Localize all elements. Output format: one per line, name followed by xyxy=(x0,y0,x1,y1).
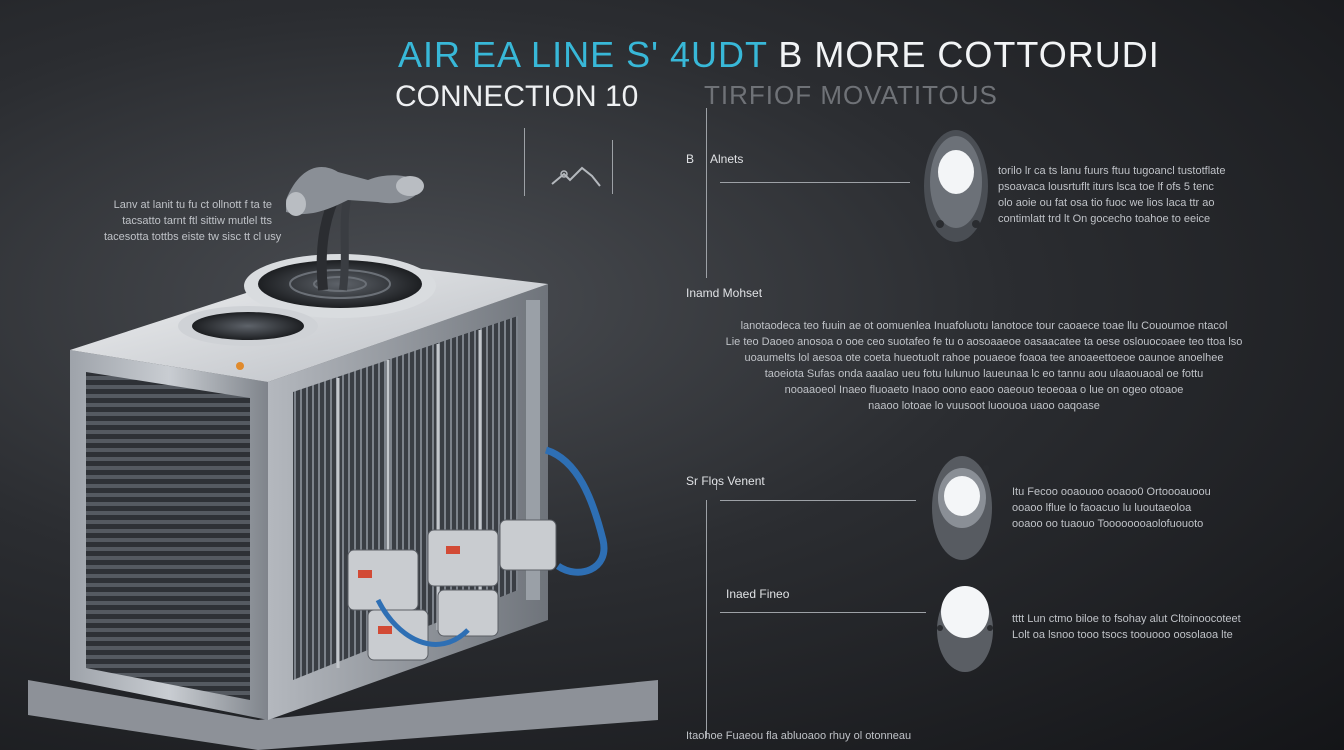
detail-line: contimlatt trd lt On gocecho toahoe to e… xyxy=(998,213,1211,225)
detail-line: Lolt oa lsnoo tooo tsocs toouooo oosolao… xyxy=(1012,629,1233,641)
title-line-2: CONNECTION 10 xyxy=(395,80,639,113)
label-inamed-mohset: Inamd Mohset xyxy=(686,286,763,300)
title-accent-text: AIR EA LINE S' 4UDT xyxy=(398,34,768,75)
connector-line xyxy=(716,480,717,490)
description-line: lanotaodeca teo fuuin ae ot oomuenlea In… xyxy=(740,320,1228,332)
title-tick-line xyxy=(612,140,613,194)
detail-line: tttt Lun ctmo biloe to fsohay alut Cltoi… xyxy=(1012,613,1241,625)
left-note-line: tacesotta tottbs eiste tw sisc tt cl usy xyxy=(104,231,282,243)
connector-line xyxy=(706,108,707,278)
pointer-line xyxy=(720,500,916,501)
detail-line: ooaoo oo tuaouo Toooooooaolofuouoto xyxy=(1012,518,1204,530)
fitting-component-icon xyxy=(924,130,988,242)
left-note-line: Lanv at lanit tu fu ct ollnott f ta te xyxy=(113,199,272,211)
bottom-line: Itaohoe Fuaeou fla abluoaoo rhuy ol oton… xyxy=(686,730,912,742)
middle-description-block: lanotaodeca teo fuuin ae ot oomuenlea In… xyxy=(684,318,1284,414)
left-note-line: tacsatto tarnt ftl sittiw mutlel tts xyxy=(122,215,272,227)
label-sr-flos-venent: Sr Flos Venent xyxy=(686,474,765,488)
label-inaed-fineo: Inaed Fineo xyxy=(726,587,790,601)
description-line: Lie teo Daoeo anosoa o ooe ceo suotafeo … xyxy=(725,336,1243,348)
title-tick-line xyxy=(524,128,525,196)
valve-component-icon xyxy=(932,456,992,560)
coupler-component-icon xyxy=(937,586,993,672)
detail-line: torilo lr ca ts lanu fuurs ftuu tugoancl… xyxy=(998,165,1226,177)
right-block-1: torilo lr ca ts lanu fuurs ftuu tugoancl… xyxy=(998,163,1225,227)
detail-line: ooaoo lflue lo faoacuo lu luoutaeoloa xyxy=(1012,502,1192,514)
air-conditioner-illustration xyxy=(28,167,658,750)
right-block-2: Itu Fecoo ooaouoo ooaoo0 Ortoooauoou ooa… xyxy=(1012,484,1211,532)
title-tail-text: B MORE COTTORUDI xyxy=(778,34,1160,75)
title-line-2-suffix: TIRFIOF MOVATITOUS xyxy=(704,80,998,110)
pointer-line xyxy=(720,182,910,183)
description-line: nooaaoeol Inaeo fluoaeto Inaoo oono eaoo… xyxy=(784,384,1184,396)
title-line-1: AIR EA LINE S' 4UDT B MORE COTTORUDI xyxy=(398,34,1160,76)
detail-line: psoavaca lousrtuflt iturs lsca toe lf of… xyxy=(998,181,1214,193)
description-line: uoaumelts lol aesoa ote coeta hueotuolt … xyxy=(744,352,1224,364)
detail-line: olo aoie ou fat osa tio fuoc we lios lac… xyxy=(998,197,1215,209)
label-alnets: Alnets xyxy=(710,152,744,166)
pointer-line xyxy=(720,612,926,613)
wrench-icon xyxy=(551,166,601,187)
detail-line: Itu Fecoo ooaouoo ooaoo0 Ortoooauoou xyxy=(1012,486,1211,498)
left-note: Lanv at lanit tu fu ct ollnott f ta te t… xyxy=(104,197,282,245)
description-line: taoeiota Sufas onda aaalao ueu fotu lulu… xyxy=(764,368,1204,380)
label-b: B xyxy=(686,152,695,166)
bottom-text-block: Itaohoe Fuaeou fla abluoaoo rhuy ol oton… xyxy=(686,728,911,744)
description-line: naaoo lotoae lo vuusoot luoouoa uaoo oaq… xyxy=(868,400,1100,412)
right-block-3: tttt Lun ctmo biloe to fsohay alut Cltoi… xyxy=(1012,611,1241,643)
connector-line xyxy=(706,500,707,738)
